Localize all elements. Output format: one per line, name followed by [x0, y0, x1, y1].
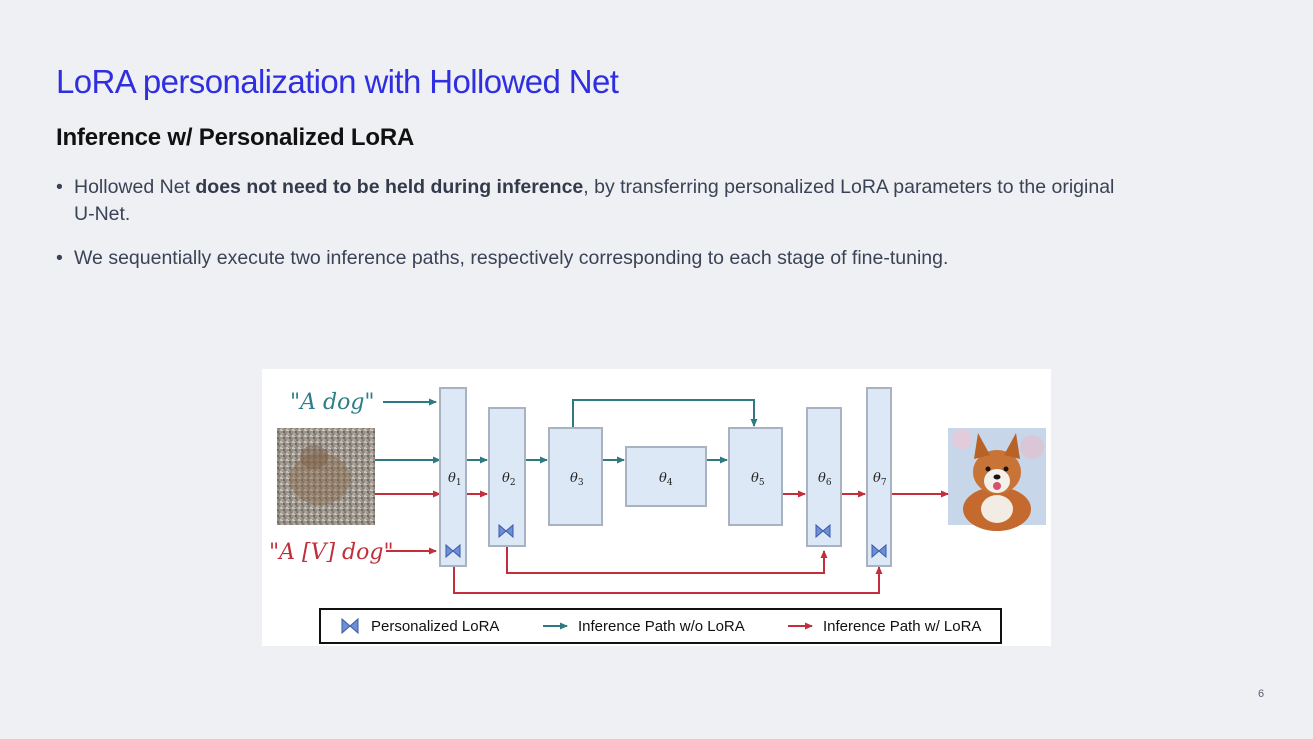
architecture-diagram: "A dog" "A [V] dog" [262, 369, 1051, 646]
bullet-item-1: • Hollowed Net does not need to be held … [56, 174, 1136, 228]
bullet-text-bold: does not need to be held during inferenc… [195, 176, 583, 198]
legend-lora-label: Personalized LoRA [371, 618, 499, 635]
prompt-plain: "A dog" [290, 390, 375, 415]
output-image [948, 428, 1046, 531]
slide-subtitle: Inference w/ Personalized LoRA [56, 124, 414, 152]
legend-with-label: Inference Path w/ LoRA [823, 618, 981, 635]
legend: Personalized LoRA Inference Path w/o LoR… [320, 609, 1001, 643]
bullet-item-2: • We sequentially execute two inference … [56, 245, 1136, 272]
prompt-personal: "A [V] dog" [269, 540, 394, 565]
input-image [277, 428, 375, 525]
bullet-text: We sequentially execute two inference pa… [74, 247, 948, 269]
bullet-dot: • [56, 245, 63, 272]
legend-without-label: Inference Path w/o LoRA [578, 618, 745, 635]
bullet-dot: • [56, 174, 63, 201]
diagram-canvas: "A dog" "A [V] dog" [262, 369, 1051, 646]
slide-title: LoRA personalization with Hollowed Net [56, 63, 618, 101]
bullet-text-start: Hollowed Net [74, 176, 195, 198]
bullet-list: • Hollowed Net does not need to be held … [56, 174, 1136, 289]
page-number: 6 [1258, 688, 1264, 700]
